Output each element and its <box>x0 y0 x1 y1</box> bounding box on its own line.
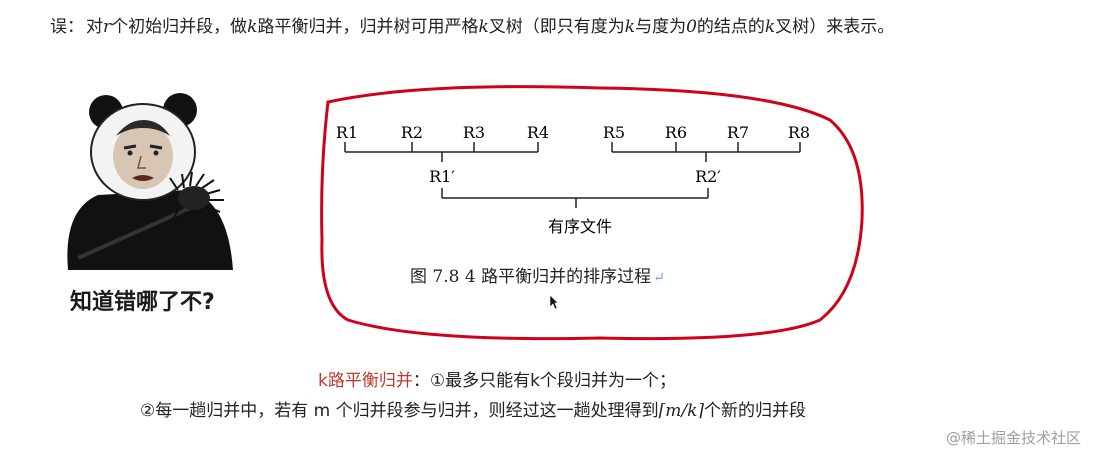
point-2-line: ②每一趟归并中，若有 m 个归并段参与归并，则经过这一趟处理得到⌈m/k⌉个新的… <box>140 396 806 421</box>
root-label: 有序文件 <box>548 217 612 236</box>
top-text-d: 叉树（即只有度为 <box>488 17 625 37</box>
figure-caption: 图 7.8 4 路平衡归并的排序过程↵ <box>410 262 665 287</box>
k-way-merge-note: k路平衡归并：①最多只能有k个段归并为一个； <box>318 366 676 391</box>
figure-caption-text: 图 7.8 4 路平衡归并的排序过程 <box>410 267 652 287</box>
var-r: r <box>103 17 112 37</box>
point-1: ：①最多只能有k个段归并为一个； <box>412 371 676 391</box>
return-mark: ↵ <box>653 270 665 286</box>
leaf-label: R6 <box>665 123 687 142</box>
top-text-e: 与度为 <box>635 17 687 37</box>
leaf-label: R2 <box>401 123 423 142</box>
var-k3: k <box>624 17 636 37</box>
point-2-text-a: ②每一趟归并中，若有 m 个归并段参与归并，则经过这一趟处理得到 <box>140 401 659 421</box>
var-k4: k <box>764 17 776 37</box>
point-2-text-b: 个新的归并段 <box>704 401 807 421</box>
top-line: 误：对r个初始归并段，做k路平衡归并，归并树可用严格k叉树（即只有度为k与度为0… <box>50 12 1090 37</box>
error-label: 误： <box>50 17 84 37</box>
meme-caption: 知道错哪了不? <box>70 290 215 315</box>
root-merge-bracket <box>441 188 709 208</box>
mid-label-right: R2′ <box>695 167 721 186</box>
var-k1: k <box>247 17 258 37</box>
top-text-f: 的结点的 <box>696 17 765 37</box>
panda-meme-image <box>67 93 233 270</box>
leaf-label: R8 <box>788 123 810 142</box>
merge-tree-figure: R1 R2 R3 R4 R5 R6 R7 R8 R1′ R2′ 有序文件 <box>320 85 864 341</box>
leaf-label: R5 <box>603 123 625 142</box>
var-k2: k <box>478 17 489 37</box>
watermark: @稀土掘金技术社区 <box>945 429 1081 447</box>
left-merge-bracket <box>344 142 539 162</box>
red-annotation-circle <box>320 85 864 341</box>
top-text-c: 路平衡归并，归并树可用严格 <box>257 17 479 37</box>
leaf-label: R4 <box>527 123 549 142</box>
top-text-g: 叉树）来表示。 <box>775 17 895 37</box>
right-merge-bracket <box>611 142 801 162</box>
k-way-merge-title: k路平衡归并 <box>318 371 413 391</box>
var-0: 0 <box>686 17 697 37</box>
leaf-label: R1 <box>336 123 358 142</box>
mid-label-left: R1′ <box>429 167 455 186</box>
top-text-b: 个初始归并段，做 <box>111 17 248 37</box>
leaf-label: R3 <box>463 123 485 142</box>
top-text-a: 对 <box>86 17 103 37</box>
leaf-label: R7 <box>727 123 749 142</box>
mouse-cursor-icon <box>549 294 559 310</box>
point-2-math: ⌈m/k⌉ <box>658 401 705 421</box>
